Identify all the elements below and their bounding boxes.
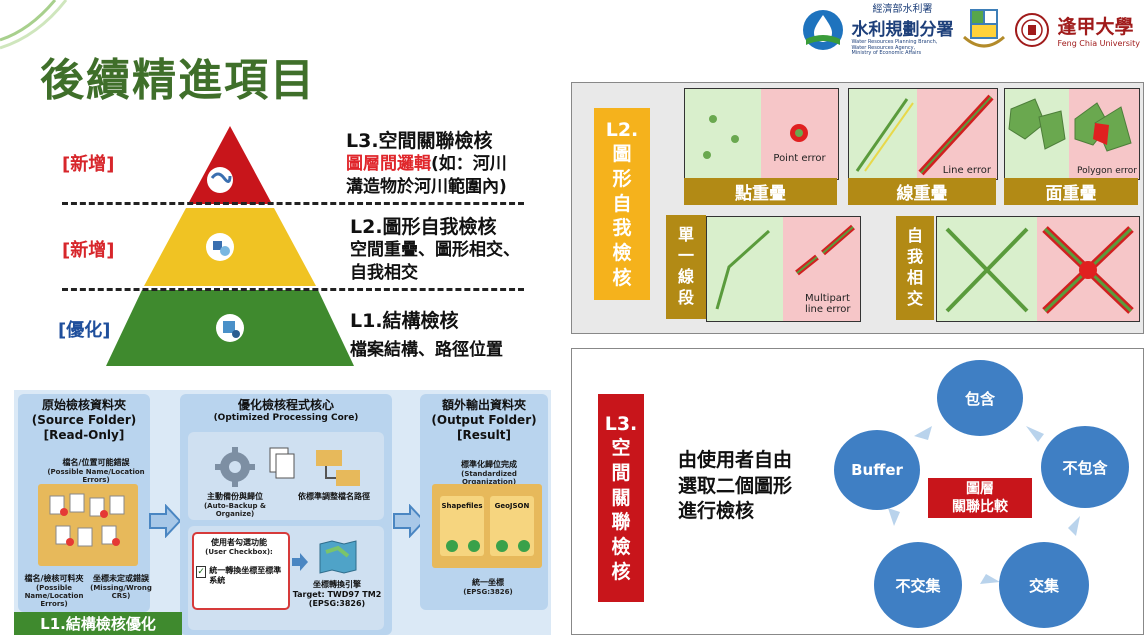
source-bottom-left-label: 檔名/檢核可料夾 (Possible Name/Location Errors) — [24, 574, 84, 609]
l1-description: L1.結構檢核 檔案結構、路徑位置 — [350, 310, 503, 360]
convert-checkbox[interactable]: ✓ 統一轉換坐標至標準系統 — [196, 566, 282, 585]
l3-description: L3.空間關聯檢核 圖層間邏輯(如：河川 溝造物於河川範圍內) — [346, 130, 507, 197]
water-drop-logo-icon — [802, 10, 843, 51]
pyramid — [106, 126, 354, 366]
tag-l3-new: [新增] — [62, 154, 115, 175]
l2-description: L2.圖形自我檢核 空間重疊、圖形相交、 自我相交 — [350, 216, 520, 283]
user-checkbox-box — [192, 532, 290, 610]
backup-label: 主動備份與歸位 (Auto-Backup & Organize) — [203, 492, 267, 518]
map-icon — [319, 540, 357, 574]
line-overlap-figure: Line error — [848, 88, 998, 180]
checkbox-checked-icon[interactable]: ✓ — [196, 566, 207, 578]
single-line-label: 單 一 線 段 — [666, 215, 706, 319]
cycle-arrows — [888, 426, 1080, 584]
caption-point-overlap: 點重疊 — [684, 178, 837, 205]
agency-name: 經濟部水利署 水利規劃分署 Water Resources Planning B… — [851, 4, 954, 56]
source-bottom-right-label: 坐標未定或錯誤 (Missing/Wrong CRS) — [90, 574, 152, 600]
documents-icon — [269, 447, 295, 479]
source-title: 原始檢核資料夾 (Source Folder) [Read-Only] — [31, 398, 137, 442]
emblem-logo-icon — [962, 9, 1005, 48]
core-title: 優化檢核程式核心 (Optimized Processing Core) — [213, 398, 359, 423]
corner-decoration — [0, 0, 68, 50]
l3-highlight: 圖層間邏輯 — [346, 154, 431, 174]
l1-footer-banner: L1.結構檢核優化 — [14, 612, 182, 635]
university-seal-icon — [1014, 13, 1049, 48]
pyramid-divider-top — [62, 202, 524, 205]
l3-description: 由使用者自由 選取二個圖形 進行檢核 — [678, 449, 793, 523]
l3-label: L3. 空 間 關 聯 檢 核 — [598, 394, 644, 602]
arrow-right-icon — [292, 553, 308, 571]
caption-line-overlap: 線重疊 — [848, 178, 996, 205]
source-error-label: 檔名/位置可能錯誤 (Possible Name/Location Errors… — [47, 458, 145, 484]
polygon-overlap-figure: Polygon error — [1004, 88, 1140, 180]
crs-engine-label: 坐標轉換引擎 Target: TWD97 TM2 (EPSG:3826) — [292, 580, 382, 609]
tag-l1-optimize: [優化] — [58, 320, 111, 341]
folder-tree-icon — [316, 450, 360, 486]
layer-compare-center: 圖層 關聯比較 — [928, 478, 1032, 518]
page-title: 後續精進項目 — [40, 55, 316, 106]
arrow-right-icon — [393, 504, 426, 538]
gear-icon — [215, 447, 255, 487]
caption-polygon-overlap: 面重疊 — [1004, 178, 1138, 205]
cycle-node-disjoint: 不交集 — [874, 542, 962, 628]
user-checkbox-title: 使用者勾選功能 (User Checkbox): — [205, 538, 273, 556]
standardized-label: 標準化歸位完成 (Standardized Organization) — [461, 460, 517, 486]
university-name: 逢甲大學 Feng Chia University — [1057, 16, 1140, 49]
point-error-icon — [790, 124, 808, 142]
point-overlap-figure: Point error — [684, 88, 839, 180]
l2-label: L2. 圖 形 自 我 檢 核 — [594, 108, 650, 300]
output-title: 額外輸出資料夾 (Output Folder) [Result] — [431, 398, 537, 442]
cycle-node-contains: 包含 — [937, 360, 1023, 436]
cycle-node-intersect: 交集 — [999, 542, 1089, 628]
unify-crs-label: 統一坐標 (EPSG:3826) — [463, 578, 513, 596]
logo-bar: 經濟部水利署 水利規劃分署 Water Resources Planning B… — [802, 4, 1140, 57]
cycle-node-not-contains: 不包含 — [1041, 426, 1129, 508]
cycle-node-buffer: Buffer — [834, 430, 920, 510]
multipart-line-figure: Multipart line error — [706, 216, 861, 322]
source-files-icon — [49, 493, 125, 547]
arrow-right-icon — [149, 504, 182, 538]
check-icon — [446, 540, 530, 552]
self-intersect-figure — [936, 216, 1140, 322]
rename-label: 依標準調整檔名路徑 — [298, 492, 370, 501]
self-intersect-label: 自 我 相 交 — [896, 216, 934, 320]
tag-l2-new: [新增] — [62, 240, 115, 261]
pyramid-divider-bottom — [62, 288, 524, 291]
